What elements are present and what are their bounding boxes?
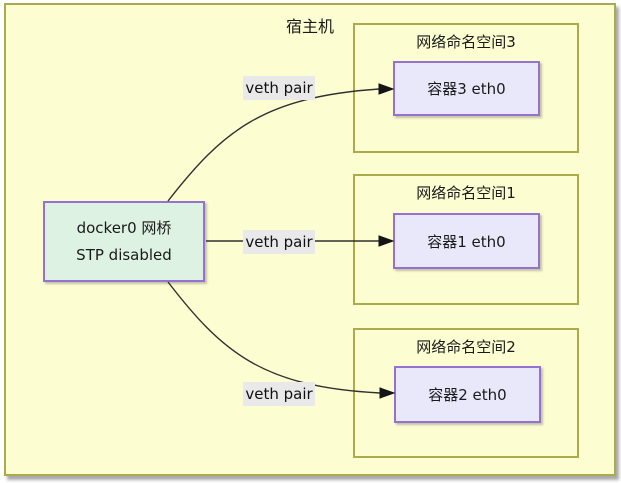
host-title: 宿主机 (285, 17, 334, 36)
veth-pair-label-bottom: veth pair (243, 382, 315, 406)
container-3-eth0-node: 容器3 eth0 (393, 61, 540, 116)
veth-pair-label-middle: veth pair (243, 230, 315, 254)
container-2-eth0-node: 容器2 eth0 (394, 366, 541, 423)
docker0-bridge-node: docker0 网桥 STP disabled (43, 201, 205, 282)
docker0-bridge-label-line2: STP disabled (76, 245, 172, 264)
container-3-eth0-label: 容器3 eth0 (427, 80, 506, 98)
namespace-3-title: 网络命名空间3 (416, 33, 516, 51)
container-2-eth0-label: 容器2 eth0 (428, 386, 507, 404)
veth-pair-label-top: veth pair (243, 76, 315, 100)
namespace-2-title: 网络命名空间2 (416, 338, 516, 356)
namespace-1-title: 网络命名空间1 (416, 184, 516, 202)
container-1-eth0-node: 容器1 eth0 (393, 213, 540, 269)
container-1-eth0-label: 容器1 eth0 (427, 232, 506, 251)
docker0-bridge-label-line1: docker0 网桥 (76, 218, 172, 237)
